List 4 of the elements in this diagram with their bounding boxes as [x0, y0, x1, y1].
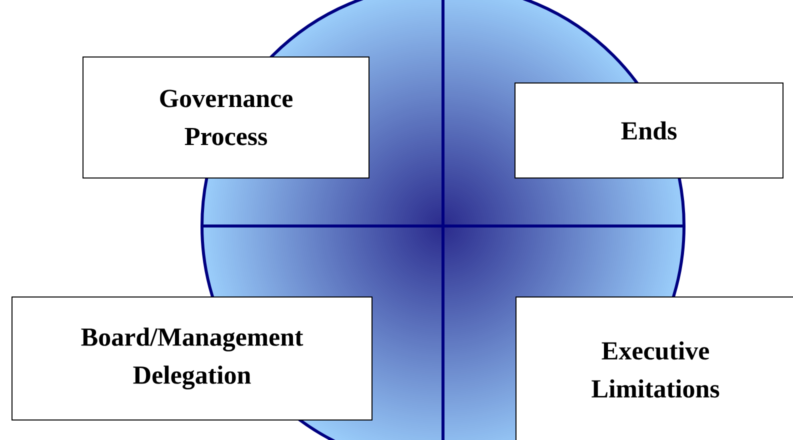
- label-box: Ends: [514, 82, 784, 178]
- label-box: Governance Process: [82, 56, 370, 178]
- label-box: Board/Management Delegation: [12, 296, 372, 420]
- label-box: Executive Limitations: [516, 296, 793, 440]
